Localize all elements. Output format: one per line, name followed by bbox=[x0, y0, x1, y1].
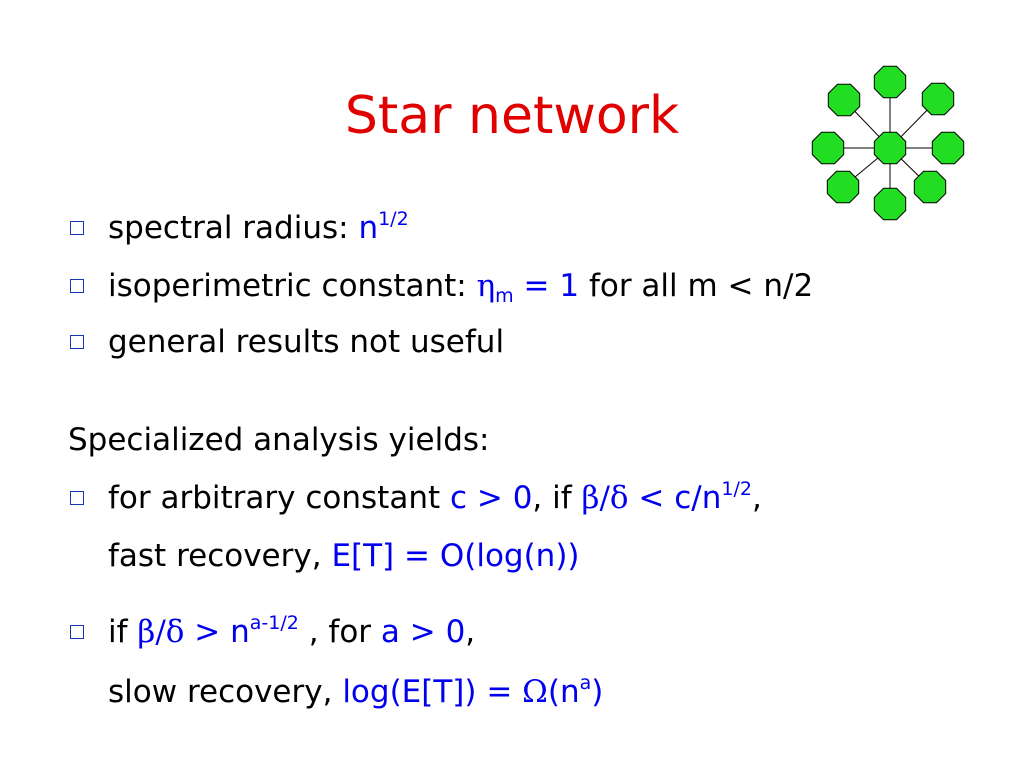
bullet-suffix: for all m < n/2 bbox=[579, 268, 814, 304]
math-expression: β/δ < c/n1/2 bbox=[581, 478, 752, 517]
subheading: Specialized analysis yields: bbox=[68, 422, 490, 458]
star-hub-node bbox=[873, 131, 907, 165]
math-expression: n1/2 bbox=[358, 208, 409, 247]
star-leaf-node bbox=[921, 82, 955, 116]
math-expression: β/δ > na-1/2 bbox=[137, 612, 299, 651]
bullet-label: spectral radius: bbox=[108, 210, 359, 246]
math-expression: log(E[T]) = Ω(na) bbox=[342, 672, 604, 711]
slide-title: Star network bbox=[344, 86, 680, 146]
star-graph-icon bbox=[811, 65, 965, 221]
star-leaf-node bbox=[873, 65, 907, 99]
bullet-label: isoperimetric constant: bbox=[108, 268, 477, 304]
bullet-marker bbox=[70, 279, 84, 293]
star-leaf-node bbox=[826, 170, 860, 204]
star-leaf-node bbox=[913, 170, 947, 204]
bullet-marker bbox=[70, 221, 84, 235]
star-leaf-node bbox=[931, 131, 965, 165]
bullet-marker bbox=[70, 625, 84, 639]
math-expression: ηm = 1 bbox=[476, 268, 580, 307]
star-leaf-node bbox=[811, 131, 845, 165]
math-expression: E[T] = O(log(n)) bbox=[331, 538, 580, 574]
star-leaf-node bbox=[827, 83, 861, 117]
bullet-marker bbox=[70, 335, 84, 349]
bullet-marker bbox=[70, 491, 84, 505]
bullet-label: general results not useful bbox=[108, 324, 505, 360]
star-leaf-node bbox=[873, 187, 907, 221]
